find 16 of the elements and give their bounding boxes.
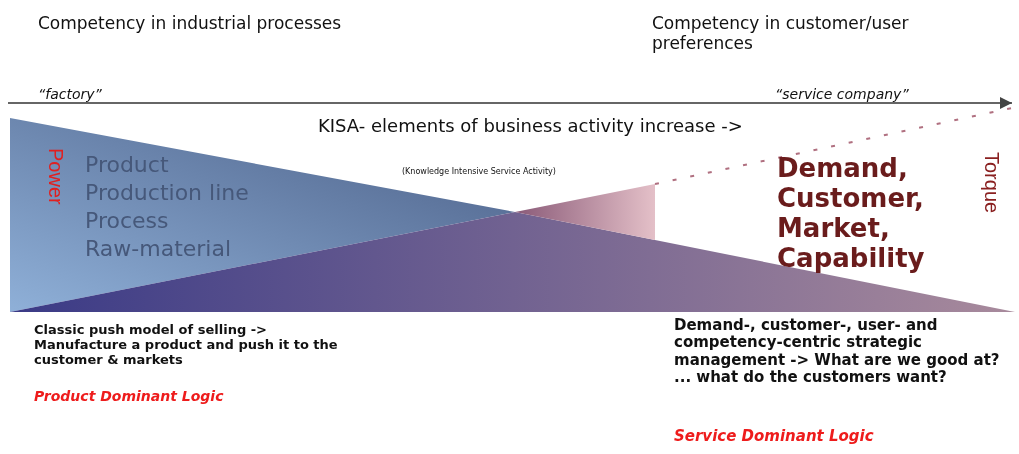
axis-label: Power bbox=[44, 148, 68, 207]
description-text: Demand-, customer-, user- and competency-centric strategic management -> What are we good at? ... what do the customers want? bbox=[674, 317, 1001, 386]
axis-label: Torque bbox=[980, 152, 1003, 216]
list-item: Process bbox=[85, 208, 170, 235]
list-item: Product bbox=[85, 152, 170, 179]
logic-label: Service Dominant Logic bbox=[674, 428, 875, 446]
axis-end-label: “service company” bbox=[775, 86, 910, 103]
list-item: Raw-material bbox=[85, 236, 233, 263]
axis-end-label: “factory” bbox=[38, 86, 103, 103]
description-text: Classic push model of selling -> Manufacture a product and push it to the customer & markets bbox=[34, 323, 339, 368]
heading: Competency in customer/user preferences bbox=[652, 14, 910, 54]
heading: Competency in industrial processes bbox=[38, 14, 343, 34]
logic-label: Product Dominant Logic bbox=[34, 388, 225, 405]
item-list: Demand, Customer, Market, Capability bbox=[777, 154, 967, 274]
annotation-text: (Knowledge Intensive Service Activity) bbox=[402, 167, 557, 177]
annotation-text: KISA- elements of business activity increase -> bbox=[318, 116, 744, 137]
